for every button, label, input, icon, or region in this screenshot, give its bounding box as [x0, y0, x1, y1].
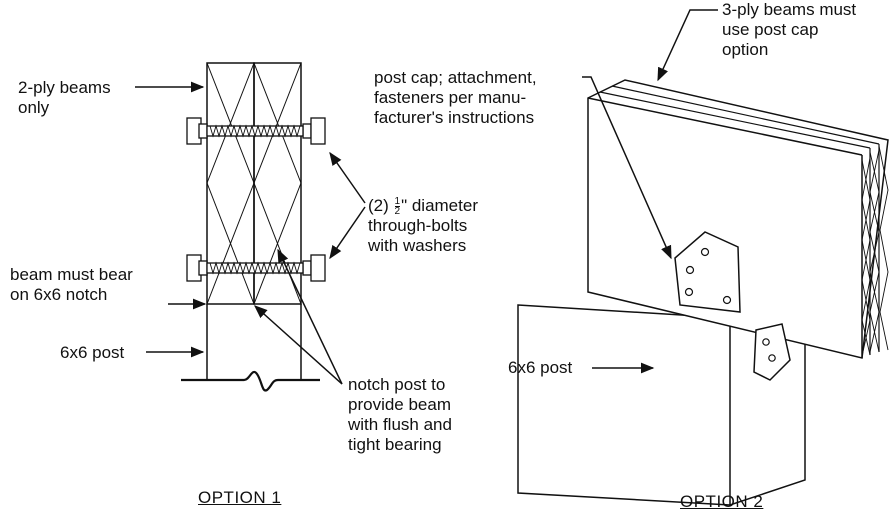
bolts-count: (2) [368, 196, 389, 215]
label-6x6-post-opt2: 6x6 post [508, 358, 573, 377]
label-beam-bearing: beam must bear on 6x6 notch [10, 265, 133, 304]
label-post-cap: post cap; attachment, fasteners per manu… [374, 68, 537, 127]
beam-end-cross-hatching [861, 145, 889, 357]
option1-leaders [135, 81, 366, 385]
post-break-line [181, 370, 320, 392]
arrow-bolt-upper [329, 151, 366, 204]
option2-isometric [517, 79, 889, 506]
arrow-3ply [657, 9, 718, 82]
arrow-bolt-lower [329, 206, 366, 260]
bolts-line3: with washers [368, 236, 467, 256]
option2-title: OPTION 2 [680, 492, 764, 511]
label-notch-post: notch post to provide beam with flush an… [348, 375, 452, 454]
label-6x6-post-opt1: 6x6 post [60, 343, 125, 362]
bolts-diameter-text: " diameter [401, 196, 478, 215]
option2-leaders [582, 9, 718, 374]
label-3ply-beams: 3-ply beams must use post cap option [722, 0, 857, 59]
beam-cross-hatching [206, 62, 302, 305]
option1-elevation [181, 62, 320, 392]
fraction-numerator: 1 [394, 196, 401, 208]
beam-ply-lines [599, 85, 880, 355]
option1-title: OPTION 1 [198, 488, 282, 507]
label-2ply-line1: 2-ply beams [18, 78, 111, 97]
label-2ply-line2: only [18, 98, 50, 117]
fraction-denominator: 2 [394, 206, 401, 218]
through-bolt-upper [186, 117, 326, 145]
arrow-notch-1 [253, 305, 343, 385]
arrow-notch-2 [277, 248, 343, 385]
bolts-line2: through-bolts [368, 216, 468, 236]
through-bolt-lower [186, 254, 326, 282]
beam-front-top [587, 97, 863, 156]
post-cap-side-plate [753, 323, 791, 381]
arrow-post-cap [582, 76, 672, 260]
